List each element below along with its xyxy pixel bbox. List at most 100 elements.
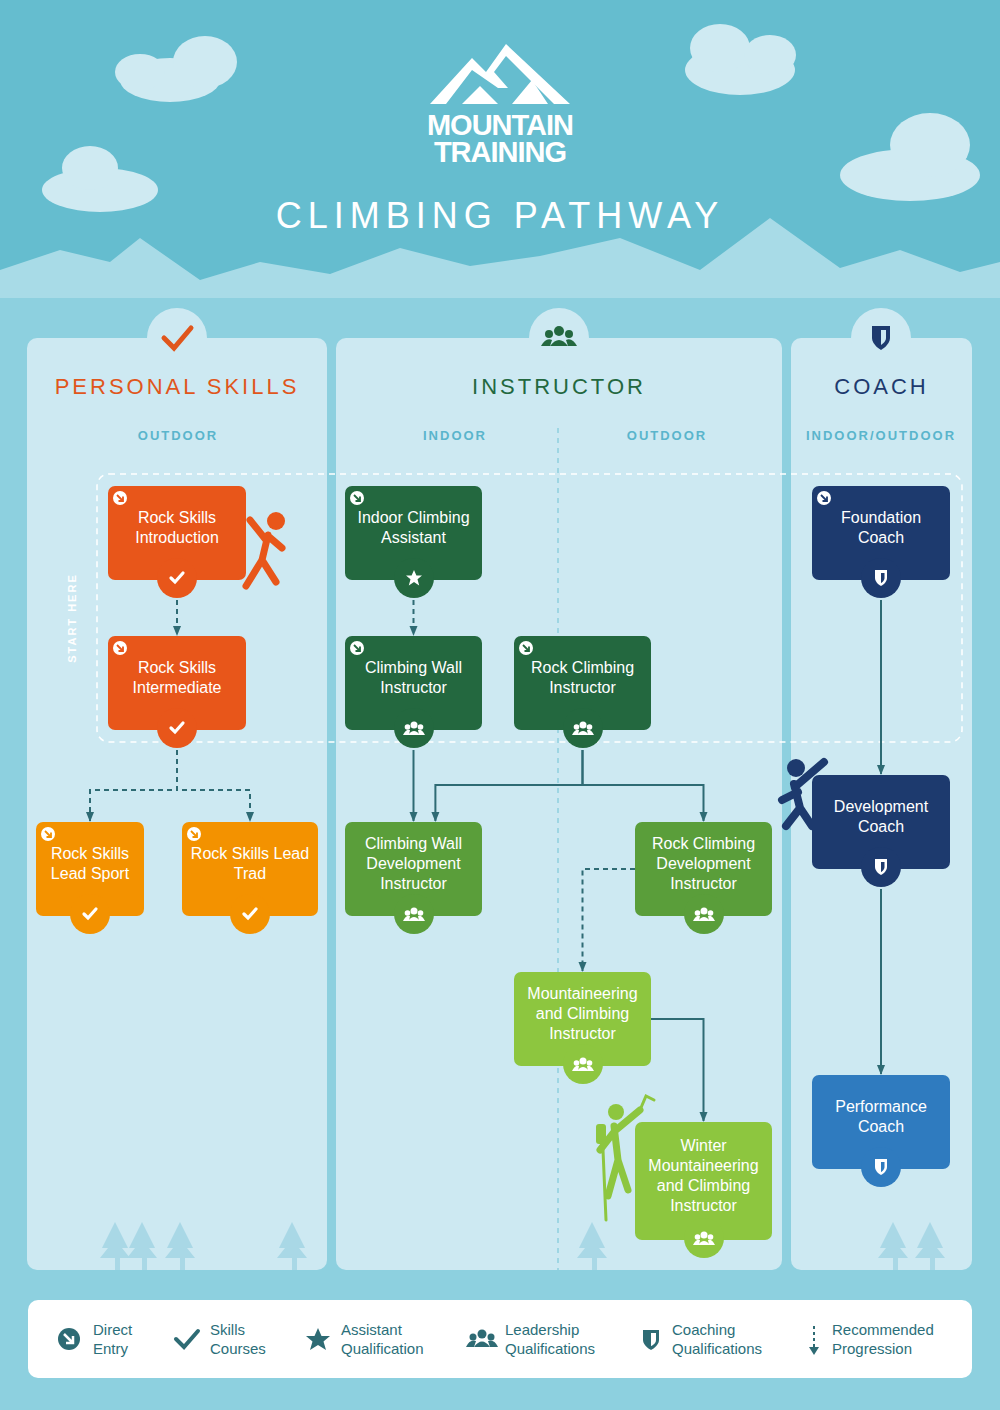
direct-entry-icon	[39, 825, 57, 848]
column-subheading: INDOOR/OUTDOOR	[781, 428, 981, 443]
qualification-badge	[70, 894, 110, 934]
entry-icon	[111, 489, 129, 507]
progression-arrow	[413, 600, 415, 635]
entry-icon	[517, 639, 535, 657]
direct-entry-icon	[348, 489, 366, 512]
box-label: Foundation Coach	[817, 508, 945, 548]
qualification-badge	[157, 558, 197, 598]
entry-icon	[815, 489, 833, 507]
column-heading: PERSONAL SKILLS	[27, 374, 327, 400]
qualification-box: Rock Skills Intermediate	[108, 636, 246, 730]
box-label: Performance Coach	[817, 1097, 945, 1137]
logo-word: TRAINING	[380, 137, 620, 167]
qualification-box: Climbing Wall Development Instructor	[345, 822, 482, 916]
badge-icon	[403, 567, 425, 589]
legend-text: Coaching Qualifications	[672, 1320, 782, 1358]
entry-icon	[39, 825, 57, 843]
progression-arrow	[583, 750, 704, 821]
qualification-badge	[861, 847, 901, 887]
box-label: Winter Mountaineering and Climbing Instr…	[640, 1136, 767, 1216]
qualification-badge	[861, 558, 901, 598]
progression-arrow	[651, 1019, 704, 1121]
badge-icon	[870, 856, 892, 878]
legend-text: Skills Courses	[210, 1320, 280, 1358]
progression-arrow	[880, 889, 882, 1074]
qualification-box: Winter Mountaineering and Climbing Instr…	[635, 1122, 772, 1240]
progression-arrow	[880, 600, 882, 774]
badge-icon	[166, 567, 188, 589]
qualification-box: Climbing Wall Instructor	[345, 636, 482, 730]
box-label: Climbing Wall Development Instructor	[350, 834, 477, 894]
badge-icon	[403, 903, 425, 925]
qualification-badge	[563, 708, 603, 748]
badge-icon	[693, 1227, 715, 1249]
direct-entry-icon	[111, 639, 129, 662]
badge-icon	[239, 903, 261, 925]
badge-icon	[166, 717, 188, 739]
progression-arrow	[176, 600, 178, 635]
column-subheading: OUTDOOR	[567, 428, 767, 443]
qualification-box: Rock Climbing Development Instructor	[635, 822, 772, 916]
badge-icon	[693, 903, 715, 925]
progression-arrow	[413, 750, 415, 821]
box-label: Rock Climbing Instructor	[519, 658, 646, 698]
progression-arrow	[177, 750, 250, 821]
entry-icon	[185, 825, 203, 843]
direct-entry-icon	[517, 639, 535, 662]
column-heading: COACH	[791, 374, 972, 400]
box-label: Rock Skills Introduction	[113, 508, 241, 548]
qualification-badge	[684, 1218, 724, 1258]
qualification-badge	[684, 894, 724, 934]
entry-icon	[348, 639, 366, 657]
box-label: Rock Skills Lead Trad	[187, 844, 313, 884]
direct-entry-icon	[348, 639, 366, 662]
start-note: START HERE	[66, 568, 78, 668]
qualification-box: Performance Coach	[812, 1075, 950, 1169]
pathway-column: PERSONAL SKILLS OUTDOOR Rock Skills Introd…	[27, 338, 327, 1270]
box-label: Rock Skills Intermediate	[113, 658, 241, 698]
qualification-badge	[394, 894, 434, 934]
qualification-box: Mountaineering and Climbing Instructor	[514, 972, 651, 1066]
direct-entry-icon	[815, 489, 833, 512]
progression-arrow	[90, 750, 177, 821]
page-title: CLIMBING PATHWAY	[0, 195, 1000, 237]
qualification-badge	[861, 1147, 901, 1187]
legend-text: Direct Entry	[93, 1320, 153, 1358]
badge-icon	[572, 717, 594, 739]
direct-entry-icon	[185, 825, 203, 848]
qualification-badge	[394, 708, 434, 748]
box-label: Mountaineering and Climbing Instructor	[519, 984, 646, 1044]
box-label: Indoor Climbing Assistant	[350, 508, 477, 548]
qualification-box: Foundation Coach	[812, 486, 950, 580]
column-subheading: INDOOR	[355, 428, 555, 443]
box-label: Rock Skills Lead Sport	[41, 844, 139, 884]
qualification-box: Rock Climbing Instructor	[514, 636, 651, 730]
entry-icon	[111, 639, 129, 657]
logo-word: MOUNTAIN	[380, 110, 620, 140]
qualification-box: Rock Skills Lead Sport	[36, 822, 144, 916]
qualification-box: Indoor Climbing Assistant	[345, 486, 482, 580]
legend-text: Leadership Qualifications	[505, 1320, 615, 1358]
qualification-badge	[157, 708, 197, 748]
progression-arrow	[435, 750, 582, 821]
box-label: Development Coach	[817, 797, 945, 837]
qualification-box: Rock Skills Lead Trad	[182, 822, 318, 916]
box-label: Rock Climbing Development Instructor	[640, 834, 767, 894]
badge-icon	[572, 1053, 594, 1075]
badge-icon	[870, 567, 892, 589]
legend-text: Assistant Qualification	[341, 1320, 446, 1358]
badge-icon	[870, 1156, 892, 1178]
box-label: Climbing Wall Instructor	[350, 658, 477, 698]
column-subheading: OUTDOOR	[78, 428, 278, 443]
qualification-badge	[394, 558, 434, 598]
qualification-box: Development Coach	[812, 775, 950, 869]
badge-icon	[79, 903, 101, 925]
qualification-badge	[230, 894, 270, 934]
legend-text: Recommended Progression	[832, 1320, 947, 1358]
direct-entry-icon	[111, 489, 129, 512]
entry-icon	[348, 489, 366, 507]
pathway-column: INSTRUCTOR INDOOR OUTDOOR Indoor Climbing A…	[336, 338, 782, 1270]
qualification-box: Rock Skills Introduction	[108, 486, 246, 580]
pathway-column: COACHINDOOR/OUTDOORFoundation CoachDevel…	[791, 338, 972, 1270]
column-heading: INSTRUCTOR	[336, 374, 782, 400]
